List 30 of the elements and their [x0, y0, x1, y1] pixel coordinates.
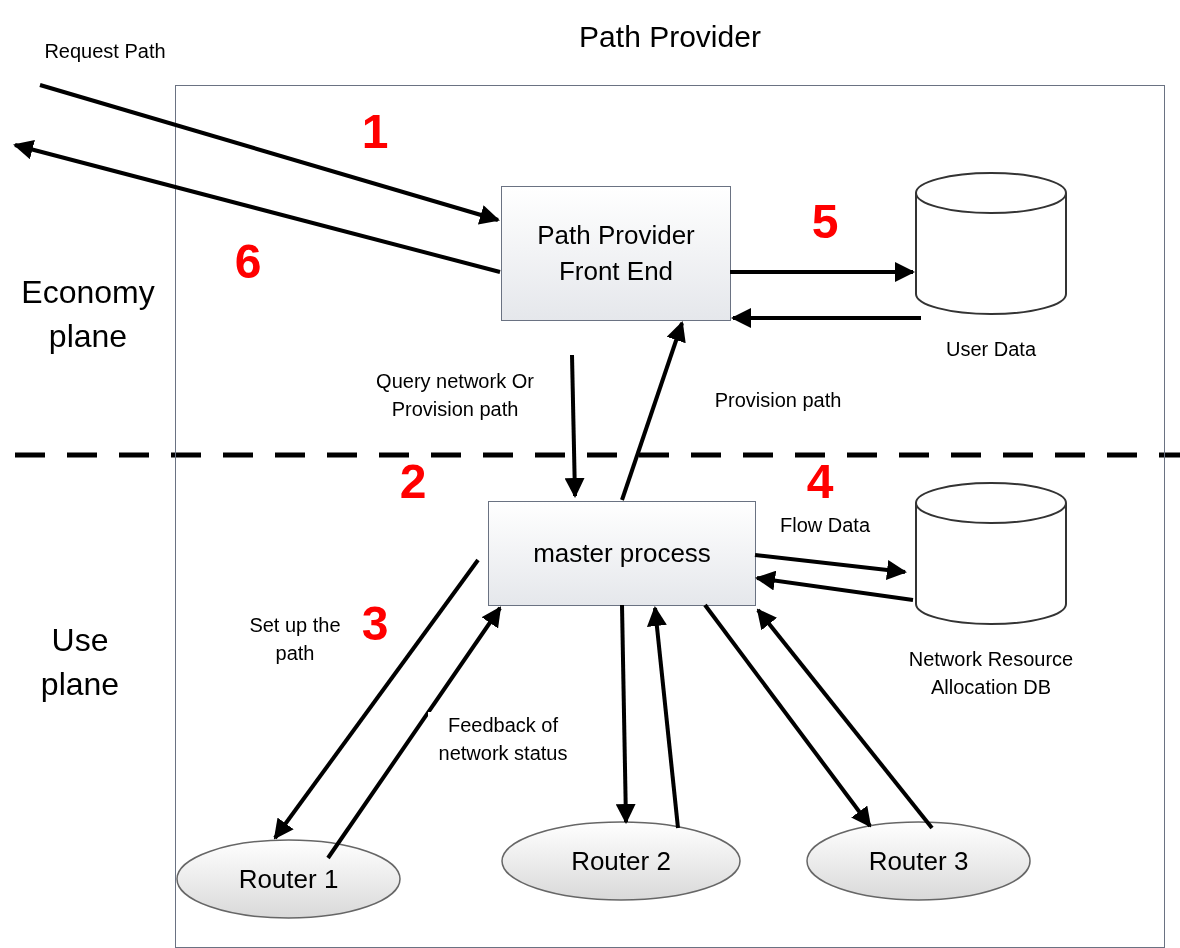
step-number: 5: [810, 198, 840, 246]
arrow: [620, 321, 686, 501]
arrow: [564, 354, 585, 498]
input-label: Request Path: [43, 39, 167, 64]
arrow: [755, 570, 914, 602]
process-box: Path Provider Front End: [501, 186, 731, 321]
plane-label: Economy plane: [20, 273, 156, 356]
arrow: [703, 603, 872, 828]
arrow: [13, 139, 501, 274]
step-number: 1: [360, 108, 390, 156]
process-box: master process: [488, 501, 756, 606]
database-cylinder: User Data: [906, 171, 1076, 406]
arrow: [273, 558, 480, 840]
arrow: [756, 608, 934, 830]
arrow: [646, 606, 680, 829]
step-number: 4: [805, 458, 835, 506]
arrow: [730, 262, 915, 282]
arrow: [754, 553, 907, 580]
container-title: Path Provider: [578, 19, 762, 55]
arrow: [326, 606, 502, 860]
arrow: [615, 604, 636, 824]
router-ellipse: Router 2: [501, 821, 741, 901]
arrow: [731, 308, 921, 328]
step-number: 2: [398, 458, 428, 506]
step-number: 3: [360, 600, 390, 648]
router-ellipse: Router 1: [176, 839, 401, 919]
plane-label: Use plane: [39, 621, 121, 704]
step-number: 6: [233, 238, 263, 286]
arrow: [39, 83, 500, 225]
router-ellipse: Router 3: [806, 821, 1031, 901]
